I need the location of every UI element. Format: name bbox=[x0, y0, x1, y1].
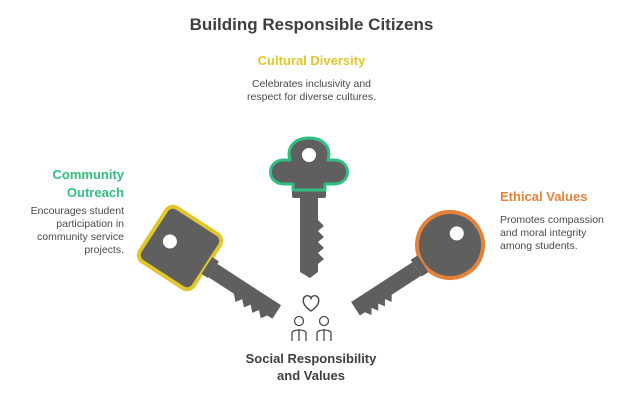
cultural-diversity-heading: Cultural Diversity bbox=[257, 53, 366, 68]
people-icon bbox=[291, 315, 332, 341]
ethical-values-heading: Ethical Values bbox=[500, 189, 588, 204]
cultural-diversity-description: Celebrates inclusivity and respect for d… bbox=[247, 78, 376, 103]
ethical-values-key-icon bbox=[351, 210, 485, 316]
center-label: Social Responsibility and Values bbox=[245, 351, 377, 383]
ethical-values-description: Promotes compassion and moral integrity … bbox=[500, 214, 604, 252]
community-outreach-heading: Community Outreach bbox=[52, 167, 125, 200]
community-outreach-key-icon bbox=[136, 204, 282, 319]
cultural-diversity-key-icon bbox=[269, 136, 349, 278]
community-outreach-description: Encourages student participation in comm… bbox=[30, 205, 124, 256]
diagram-title: Building Responsible Citizens bbox=[189, 15, 434, 34]
heart-icon bbox=[302, 295, 320, 312]
